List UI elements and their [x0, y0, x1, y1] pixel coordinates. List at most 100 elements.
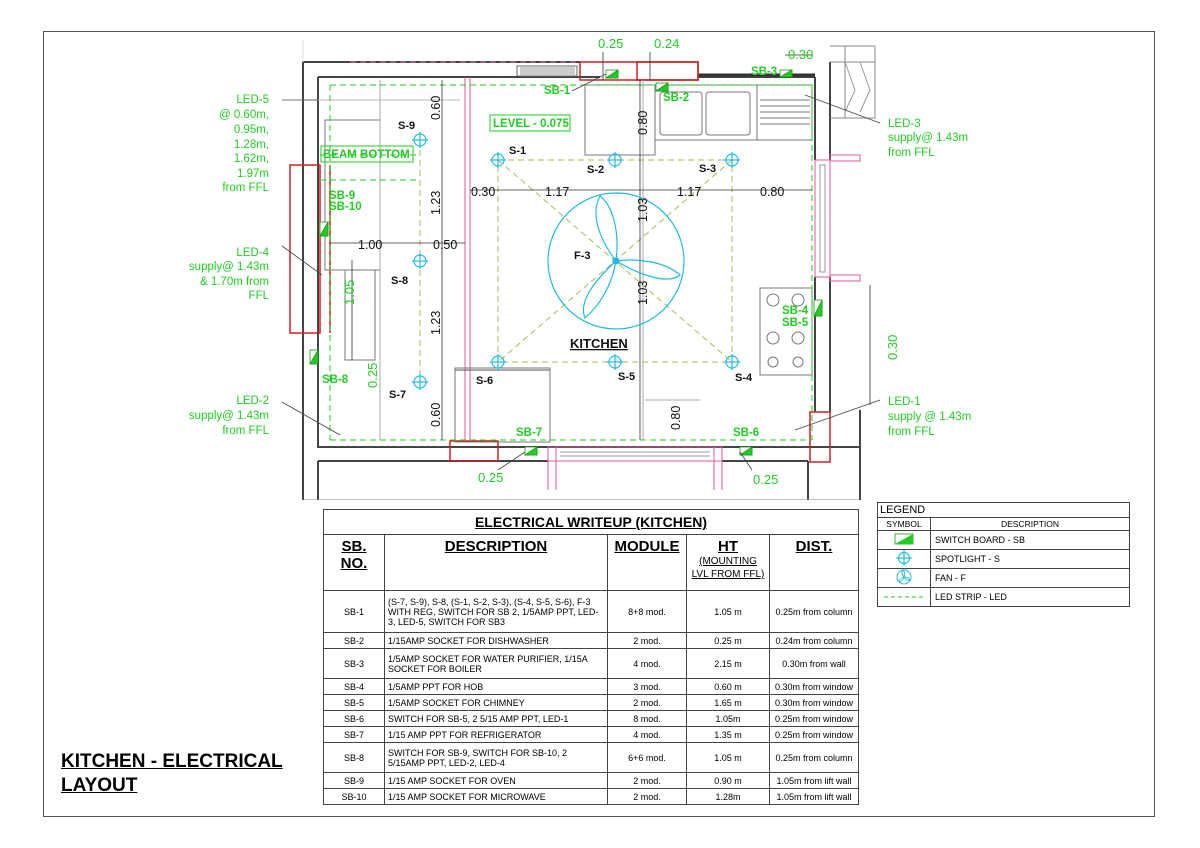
label-sb7: SB-7: [516, 427, 542, 439]
led-strips: [320, 84, 813, 441]
dim-bottom-left: 0.25: [478, 470, 503, 485]
sb45-symbol: [813, 299, 823, 317]
dim-top-right: 0.30: [788, 47, 813, 62]
legend-item: LED STRIP - LED: [877, 587, 1130, 607]
label-s5: S-5: [618, 371, 635, 383]
svg-text:from FFL: from FFL: [888, 426, 935, 438]
legend-item: FAN - F: [877, 568, 1130, 588]
spotlight-icon: [896, 550, 912, 566]
table-row: SB-3 1/5AMP SOCKET FOR WATER PURIFIER, 1…: [323, 648, 859, 679]
label-sb9: SB-9: [329, 190, 355, 202]
writeup-header-row: SB. NO. DESCRIPTION MODULE HT (MOUNTING …: [323, 534, 859, 591]
spotlight-s9: [412, 132, 428, 148]
svg-text:1.28m,: 1.28m,: [234, 139, 269, 151]
col-ht-sub-2: LVL FROM FFL): [691, 569, 765, 580]
sheet-title-line-1: KITCHEN - ELECTRICAL: [61, 751, 283, 772]
dim-060-top: 0.60: [429, 96, 443, 120]
dimension-lines: [330, 52, 871, 440]
window-glass: [302, 40, 826, 457]
col-module: MODULE: [607, 534, 687, 591]
spotlight-s8: [412, 253, 428, 269]
dim-050: 0.50: [433, 238, 457, 252]
dim-top-mid: 0.24: [654, 36, 679, 51]
label-sb3: SB-3: [751, 66, 777, 78]
table-row: SB-2 1/15AMP SOCKET FOR DISHWASHER 2 mod…: [323, 632, 859, 649]
label-s7: S-7: [389, 389, 406, 401]
label-s8: S-8: [391, 275, 408, 287]
spotlights: [412, 132, 740, 390]
table-row: SB-1 (S-7, S-9), S-8, (S-1, S-2, S-3), (…: [323, 590, 859, 633]
sb8-symbol: [309, 348, 319, 365]
spotlight-s3: [724, 152, 740, 168]
legend-label-fan: FAN - F: [930, 568, 1130, 588]
dim-103-top: 1.03: [636, 198, 650, 222]
plan-text: LEVEL - 0.075 BEAM BOTTOM S-1 S-2 S-3 S-…: [189, 36, 971, 487]
fixtures: [324, 80, 813, 443]
dim-top-left: 0.25: [598, 36, 623, 51]
dim-100: 1.00: [358, 238, 382, 252]
label-s4: S-4: [735, 372, 753, 384]
dim-030: 0.30: [471, 185, 495, 199]
ceiling-fan-f3: [547, 192, 685, 330]
label-s6: S-6: [476, 375, 493, 387]
writeup-title: ELECTRICAL WRITEUP (KITCHEN): [323, 509, 859, 535]
svg-text:supply@ 1.43m: supply@ 1.43m: [189, 261, 269, 273]
switch-board-icon: [894, 533, 914, 545]
level-label: LEVEL - 0.075: [493, 118, 569, 130]
svg-text:@ 0.60m,: @ 0.60m,: [219, 109, 269, 121]
table-row: SB-7 1/15 AMP PPT FOR REFRIGERATOR 4 mod…: [323, 726, 859, 743]
led4-note: LED-4 supply@ 1.43m & 1.70m from FFL: [189, 247, 270, 302]
legend-header-description: DESCRIPTION: [930, 517, 1130, 531]
table-row: SB-5 1/5AMP SOCKET FOR CHIMNEY 2 mod. 1.…: [323, 694, 859, 711]
label-f3: F-3: [574, 250, 591, 262]
label-sb5: SB-5: [782, 317, 809, 329]
svg-text:FFL: FFL: [249, 290, 270, 302]
svg-text:LED-5: LED-5: [236, 94, 269, 106]
svg-text:supply @ 1.43m: supply @ 1.43m: [888, 411, 971, 423]
col-sb-no: SB. NO.: [323, 534, 385, 591]
label-s3: S-3: [699, 163, 716, 175]
dim-105: 1.05: [342, 280, 357, 305]
kitchen-floor-plan: LEVEL - 0.075 BEAM BOTTOM S-1 S-2 S-3 S-…: [189, 36, 971, 500]
svg-text:& 1.70m from: & 1.70m from: [200, 276, 269, 288]
svg-text:1.62m,: 1.62m,: [234, 153, 269, 165]
drawing-sheet-border: [43, 31, 1155, 817]
sheet-title: KITCHEN - ELECTRICAL LAYOUT: [61, 750, 283, 798]
col-description: DESCRIPTION: [384, 534, 608, 591]
led1-note: LED-1 supply @ 1.43m from FFL: [888, 396, 971, 438]
table-row: SB-9 1/15 AMP SOCKET FOR OVEN 2 mod. 0.9…: [323, 772, 859, 789]
sb3-symbol: [778, 69, 793, 78]
led2-note: LED-2 supply@ 1.43m from FFL: [189, 395, 270, 437]
svg-text:from FFL: from FFL: [888, 147, 935, 159]
legend-label-switch-board: SWITCH BOARD - SB: [930, 530, 1130, 550]
dim-060-bot: 0.60: [429, 403, 443, 427]
fan-icon: [896, 569, 912, 585]
spotlight-s1: [490, 152, 506, 168]
spotlight-s5: [607, 354, 623, 370]
legend-item: SPOTLIGHT - S: [877, 549, 1130, 569]
beam-bottom-label: BEAM BOTTOM: [323, 149, 410, 161]
columns: [289, 61, 831, 463]
spotlight-s7: [412, 374, 428, 390]
dim-103-bot: 1.03: [636, 281, 650, 305]
svg-text:0.95m,: 0.95m,: [234, 124, 269, 136]
dim-080: 0.80: [760, 185, 784, 199]
dim-123-bot: 1.23: [429, 311, 443, 335]
col-ht: HT (MOUNTING LVL FROM FFL): [686, 534, 770, 591]
col-ht-sub-1: (MOUNTING: [699, 556, 757, 567]
wall-thin-lines: [303, 45, 876, 500]
sheet-title-line-2: LAYOUT: [61, 775, 138, 796]
legend-label-led-strip: LED STRIP - LED: [930, 587, 1130, 607]
walls: [302, 61, 861, 500]
dim-123-top: 1.23: [429, 191, 443, 215]
dim-117-a: 1.17: [545, 185, 569, 199]
col-ht-label: HT: [718, 538, 738, 555]
leader-lines: [281, 73, 881, 471]
dim-080-top: 0.80: [636, 111, 650, 135]
led-strip-icon: [884, 596, 924, 598]
label-sb2: SB-2: [663, 92, 689, 104]
windows: [464, 77, 861, 490]
legend-item: SWITCH BOARD - SB: [877, 530, 1130, 550]
label-sb8: SB-8: [322, 374, 349, 386]
room-label: KITCHEN: [570, 336, 628, 351]
